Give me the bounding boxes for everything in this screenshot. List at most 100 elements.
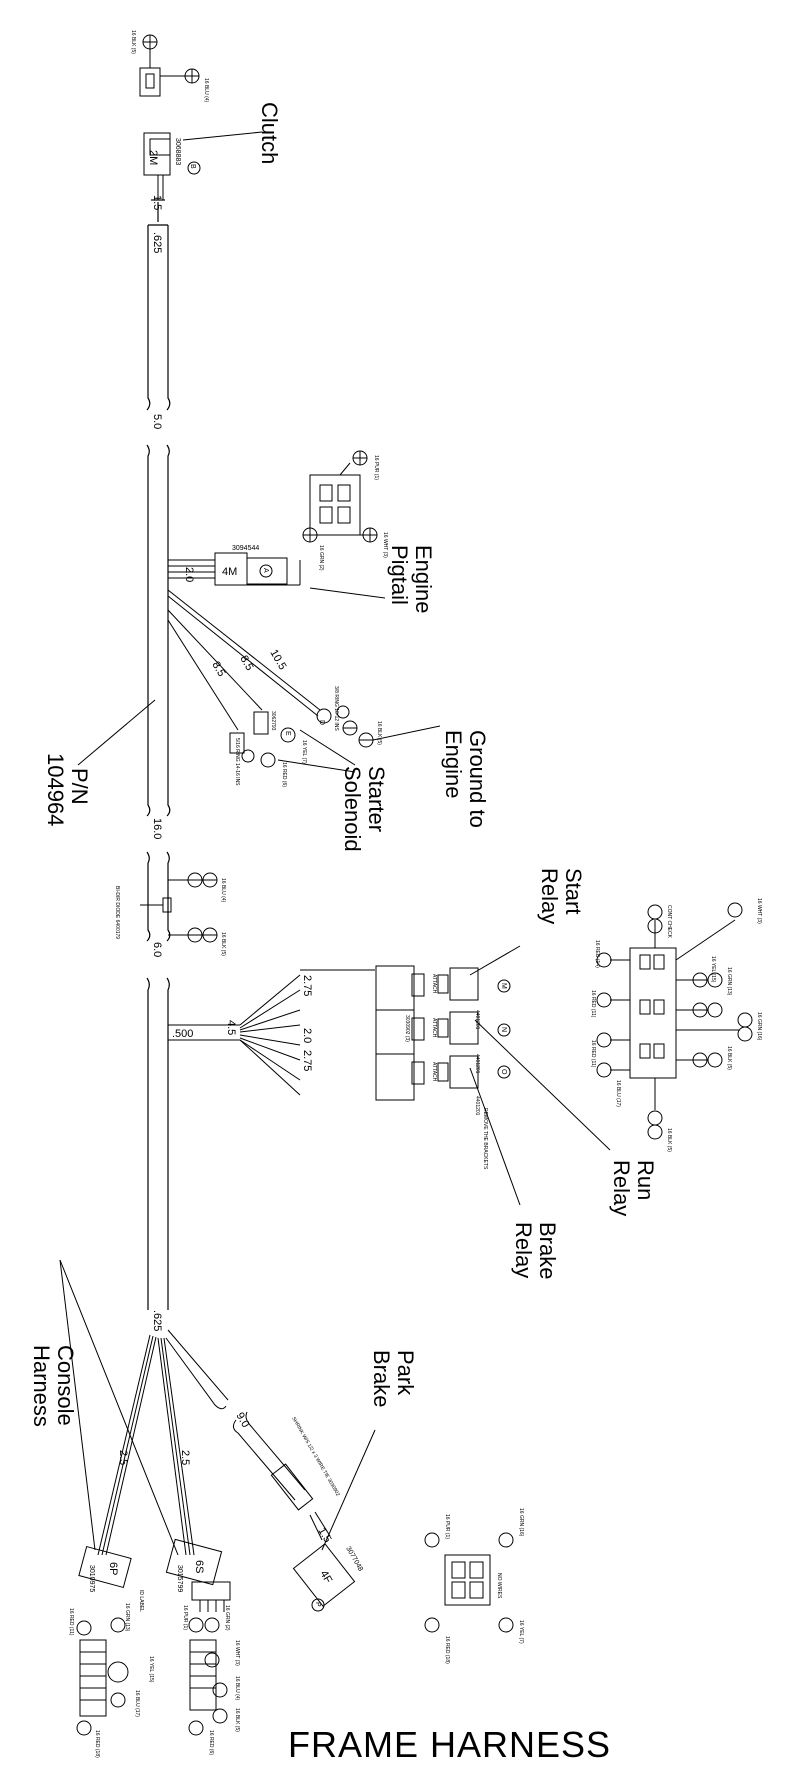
diode-label: BI-DIR DIODE 6400179: [114, 886, 120, 939]
wire-label: 16 YEL (7): [301, 740, 307, 764]
callout-letter-m: M: [500, 983, 507, 989]
console-harness-label: Console: [53, 1345, 78, 1426]
remove-brackets-note: REMOVE THE BRACKETS: [482, 1108, 488, 1170]
pn-leader: [77, 699, 156, 766]
wire-label: 16 BLU (4): [203, 78, 209, 103]
relay-branch: [168, 945, 611, 1206]
relay-number: 4401201: [474, 1010, 480, 1030]
wire-label: 16 YEL (15): [710, 956, 716, 983]
clutch-label: Clutch: [257, 102, 282, 164]
console-harness-label-line2: Harness: [29, 1345, 54, 1427]
wire-label: 16 RED (6): [208, 1730, 214, 1755]
shrink-tube-note: SHRINK W/S 1/2 x 3 WIRE TIE 3030902: [290, 1416, 341, 1498]
engine-part-number: 3094544: [232, 545, 259, 552]
wire-label: 16 GRN (2): [318, 545, 324, 571]
park-brake-label: Park: [393, 1350, 418, 1396]
dimension: 10.5: [267, 648, 288, 673]
start-relay-label: Start: [561, 868, 586, 914]
engine-pigtail-line1: Engine: [411, 545, 436, 614]
dimension: 2.75: [301, 1050, 313, 1071]
dimension: 2.0: [301, 1028, 313, 1043]
relay-number: 4401201: [474, 1096, 480, 1116]
park-brake-connector-face: [424, 1532, 514, 1633]
dimension: 2.5: [117, 1450, 129, 1465]
part-number-label: P/N: [67, 768, 92, 805]
ring-terminal-label: 5/16 RING 14-16 INS: [234, 738, 240, 786]
callout-letter-e: E: [284, 731, 291, 736]
clutch-leader: [182, 131, 263, 141]
relay-number: 4401201: [474, 1054, 480, 1074]
run-relay-label: Run: [633, 1160, 658, 1200]
dimension: 9.0: [233, 1411, 251, 1430]
callout-letter-b: B: [189, 164, 196, 169]
main-trunk: [146, 199, 171, 1310]
part-number-value: 104964: [43, 753, 68, 826]
wire-label: 16 RED (6): [281, 762, 287, 787]
console-part-number: 3010975: [88, 1565, 95, 1592]
wire-label: CONT CHECK: [666, 905, 672, 939]
clutch-plug-label: 2M: [147, 150, 159, 165]
brake-relay-label: Brake: [535, 1222, 560, 1279]
dimension: 2.75: [301, 975, 313, 996]
callout-letter-n: N: [500, 1027, 507, 1032]
wire-label: 16 YEL (15): [148, 1656, 154, 1683]
wire-label: 16 BLK (5): [220, 932, 226, 956]
clutch-part-number: 3068883: [174, 138, 181, 165]
attach-label: ATTACH: [431, 1062, 437, 1082]
wire-label: 16 RED (18): [444, 1636, 450, 1664]
wire-label: 16 GRN (16): [756, 1012, 762, 1041]
run-relay-label-line2: Relay: [609, 1160, 634, 1216]
clutch-connector-detail: [139, 34, 200, 97]
dimension: 5.0: [151, 414, 163, 429]
park-brake-part-number: 3077048: [344, 1546, 364, 1573]
wire-label: 16 BLK (5): [130, 30, 136, 54]
id-label-note: ID LABEL: [138, 1590, 144, 1612]
engine-pigtail-label-line2: Pigtail: [387, 545, 412, 605]
wire-label: 16 RED (11): [590, 990, 596, 1018]
console-6p-label: 6P: [107, 1562, 119, 1575]
ring-terminal-label: 3/8 RING 10-12 INS: [333, 686, 339, 731]
relay-wiring-detail: [596, 902, 753, 1140]
page-title: FRAME HARNESS: [288, 1724, 612, 1765]
ground-solenoid-branches: [167, 589, 441, 773]
wire-label: 16 RED (14): [594, 940, 600, 968]
attach-label: ATTACH: [431, 1018, 437, 1038]
park-brake-plug-label: 4F: [317, 1569, 334, 1586]
wire-label: 16 YEL (7): [518, 1620, 524, 1644]
wire-label: 16 BLK (5): [666, 1128, 672, 1152]
callout-letter-d: D: [318, 720, 325, 725]
wire-label: 16 GRN (13): [726, 967, 732, 996]
wire-label: 16 WHT (3): [756, 898, 762, 924]
wire-label: 16 BLU (17): [134, 1690, 140, 1717]
wire-label: 16 PUR (1): [182, 1605, 188, 1630]
console-connectors: [59, 1259, 231, 1612]
starter-solenoid-label-line2: Solenoid: [340, 766, 365, 852]
dimension: .625: [151, 1310, 163, 1331]
relay-socket-number: 3030902 (3): [404, 1015, 410, 1042]
wire-label: 16 GRN (13): [124, 1603, 130, 1632]
console-part-number: 3015799: [176, 1565, 183, 1592]
ground-to-engine-label: Ground to: [465, 730, 490, 828]
wire-label: 16 BLU (4): [234, 1676, 240, 1701]
wire-label: 16 PUR (1): [373, 455, 379, 480]
dimension: 1.5: [315, 1526, 333, 1545]
wire-label: 16 RED (18): [94, 1730, 100, 1758]
dimension: 2.5: [179, 1450, 191, 1465]
dimension: 6.0: [151, 942, 163, 957]
dimension: .625: [151, 232, 163, 253]
lower-branches: [97, 1329, 376, 1612]
wire-label: 16 BLK (5): [726, 1046, 732, 1070]
wire-label: NO WIRES: [496, 1573, 502, 1599]
engine-plug-label: 4M: [222, 566, 237, 578]
callout-letter-a: A: [262, 568, 269, 573]
wire-label: 16 PUR (1): [444, 1514, 450, 1539]
callout-letter-p: P: [314, 1602, 321, 1607]
wire-label: 16 RED (11): [68, 1608, 74, 1636]
dimension: .500: [172, 1028, 193, 1040]
wire-label: 16 BLU (17): [615, 1080, 621, 1107]
console-connector-faces: [76, 1617, 228, 1736]
dimension: 16.0: [151, 818, 163, 839]
diode-branch: [140, 872, 218, 943]
dimension: 8.5: [209, 660, 227, 679]
